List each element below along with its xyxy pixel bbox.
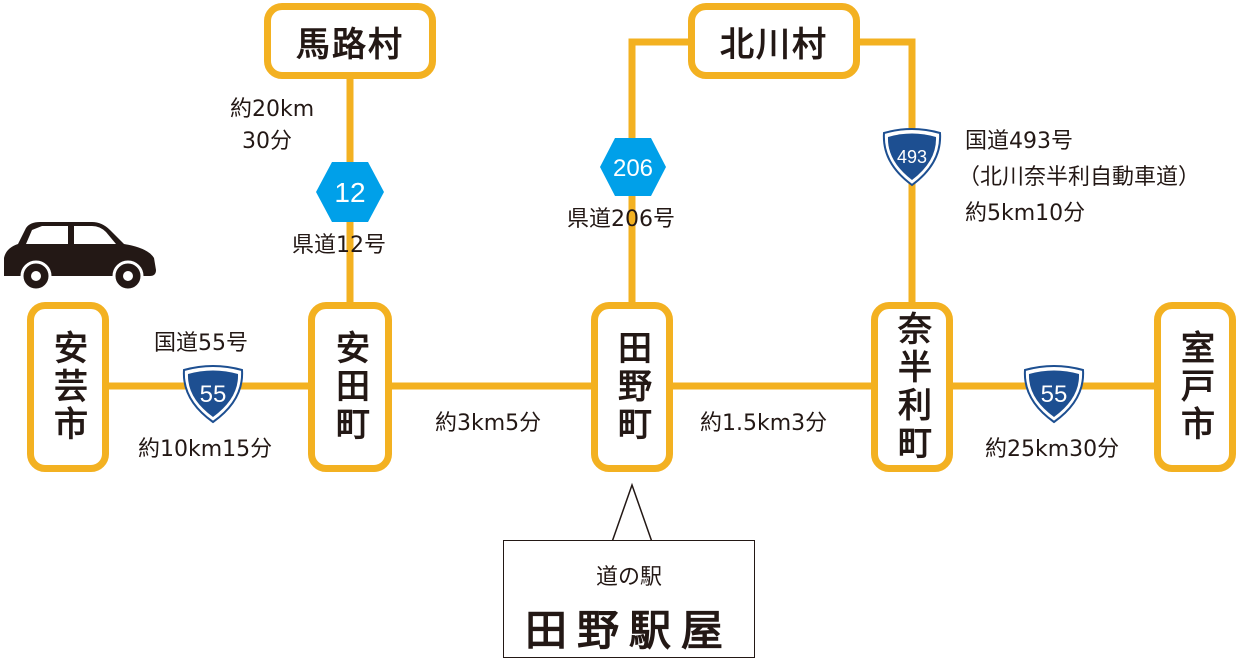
route-206-hex-shield: 206 bbox=[600, 138, 666, 196]
node-tano: 田野町 bbox=[591, 302, 673, 472]
node-umaji: 馬路村 bbox=[264, 3, 436, 79]
route-12-hex-number: 12 bbox=[334, 177, 365, 208]
callout-pointer bbox=[611, 482, 653, 543]
route-55-road-label: 国道55号 bbox=[154, 331, 248, 356]
callout-subtitle: 道の駅 bbox=[595, 565, 662, 590]
node-nahari-label: 奈半利町 bbox=[891, 311, 932, 463]
car-icon bbox=[4, 222, 156, 290]
node-muroto: 室戸市 bbox=[1154, 302, 1236, 472]
yasuda-tano-distance: 約3km5分 bbox=[435, 411, 542, 436]
node-yasuda: 安田町 bbox=[308, 302, 392, 472]
node-umaji-label: 馬路村 bbox=[296, 24, 404, 65]
callout-name: 田野駅屋 bbox=[524, 606, 733, 655]
nahari-muroto-distance: 約25km30分 bbox=[985, 437, 1120, 462]
route-493-shield-number: 493 bbox=[897, 147, 927, 167]
node-muroto-label: 室戸市 bbox=[1174, 330, 1215, 444]
node-nahari: 奈半利町 bbox=[871, 302, 953, 472]
route-493-road-label: 国道493号 bbox=[965, 129, 1073, 154]
route-493-shield: 493 bbox=[882, 128, 942, 187]
michi-no-eki-callout: 道の駅 田野駅屋 bbox=[503, 540, 755, 658]
route-493-distance: 約5km10分 bbox=[965, 201, 1086, 226]
node-kitagawa: 北川村 bbox=[688, 3, 860, 79]
node-tano-label: 田野町 bbox=[611, 330, 652, 444]
kitagawa-left-route-line bbox=[628, 38, 695, 305]
node-kitagawa-label: 北川村 bbox=[720, 24, 828, 65]
umaji-distance-time: 30分 bbox=[242, 129, 292, 154]
aki-yasuda-distance: 約10km15分 bbox=[138, 437, 273, 462]
node-aki: 安芸市 bbox=[27, 302, 109, 472]
route-55-shield-left: 55 bbox=[182, 365, 244, 424]
node-yasuda-label: 安田町 bbox=[329, 330, 370, 444]
route-55-shield-left-number: 55 bbox=[200, 381, 227, 408]
route-206-hex-number: 206 bbox=[613, 155, 653, 182]
kitagawa-right-route-line bbox=[855, 38, 916, 305]
route-12-hex-shield: 12 bbox=[316, 162, 384, 222]
route-55-shield-right-number: 55 bbox=[1041, 381, 1068, 408]
route-206-road-label: 県道206号 bbox=[567, 207, 675, 232]
route-493-road-alias: （北川奈半利自動車道） bbox=[958, 165, 1201, 190]
node-aki-label: 安芸市 bbox=[47, 330, 88, 444]
tano-nahari-distance: 約1.5km3分 bbox=[700, 411, 828, 436]
route-12-road-label: 県道12号 bbox=[292, 233, 386, 258]
route-55-shield-right: 55 bbox=[1023, 365, 1085, 424]
umaji-distance-km: 約20km bbox=[230, 97, 315, 122]
